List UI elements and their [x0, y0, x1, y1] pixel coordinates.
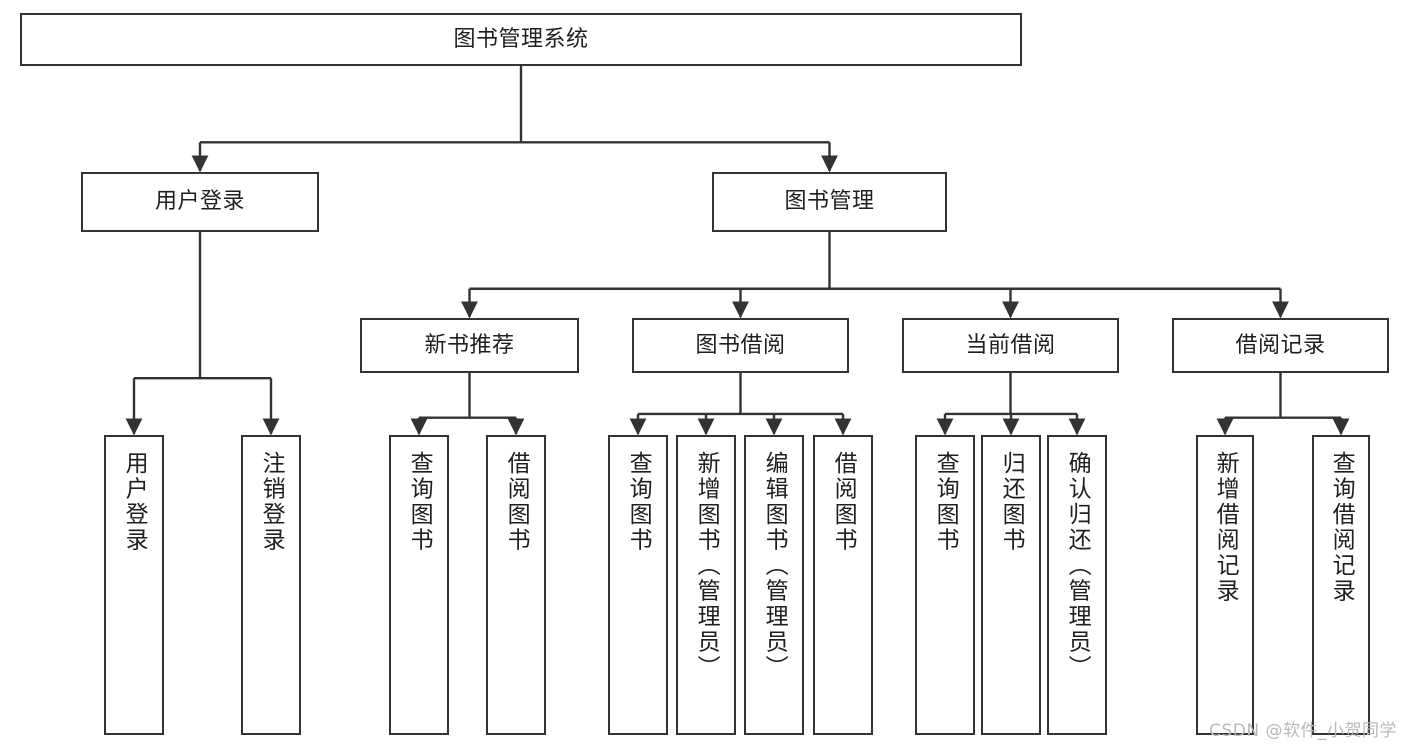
- node-n_login[interactable]: 用户登录: [81, 172, 319, 232]
- node-label: 当前借阅: [965, 332, 1056, 358]
- node-label: 编辑图书（管理员）: [761, 451, 788, 681]
- node-label: 归还图书: [998, 451, 1025, 553]
- node-n_cur[interactable]: 当前借阅: [902, 318, 1119, 373]
- node-l12[interactable]: 新增借阅记录: [1196, 435, 1254, 735]
- node-label: 查询图书: [625, 451, 652, 553]
- node-n_new[interactable]: 新书推荐: [360, 318, 579, 373]
- node-label: 用户登录: [121, 451, 148, 553]
- node-n_rec[interactable]: 借阅记录: [1172, 318, 1389, 373]
- node-l1[interactable]: 用户登录: [104, 435, 164, 735]
- node-label: 注销登录: [258, 451, 285, 553]
- node-l2[interactable]: 注销登录: [241, 435, 301, 735]
- node-l5[interactable]: 查询图书: [608, 435, 668, 735]
- node-l11[interactable]: 确认归还（管理员）: [1047, 435, 1107, 735]
- node-l9[interactable]: 查询图书: [915, 435, 975, 735]
- node-n_book[interactable]: 图书管理: [712, 172, 947, 232]
- node-l7[interactable]: 编辑图书（管理员）: [744, 435, 804, 735]
- csdn-watermark: CSDN @软件_小贺同学: [1209, 721, 1397, 741]
- node-label: 图书借阅: [695, 332, 786, 358]
- node-l4[interactable]: 借阅图书: [486, 435, 546, 735]
- node-l8[interactable]: 借阅图书: [813, 435, 873, 735]
- node-l13[interactable]: 查询借阅记录: [1312, 435, 1370, 735]
- node-n_borrow[interactable]: 图书借阅: [632, 318, 849, 373]
- node-l10[interactable]: 归还图书: [981, 435, 1041, 735]
- node-l3[interactable]: 查询图书: [389, 435, 449, 735]
- node-label: 查询图书: [932, 451, 959, 553]
- node-label: 新书推荐: [424, 332, 515, 358]
- node-l6[interactable]: 新增图书（管理员）: [676, 435, 736, 735]
- node-label: 图书管理系统: [453, 26, 589, 52]
- node-root[interactable]: 图书管理系统: [20, 13, 1022, 66]
- node-label: 借阅记录: [1235, 332, 1326, 358]
- node-label: 确认归还（管理员）: [1064, 451, 1091, 681]
- node-label: 查询图书: [406, 451, 433, 553]
- node-label: 查询借阅记录: [1328, 451, 1355, 604]
- node-label: 借阅图书: [830, 451, 857, 553]
- node-label: 新增图书（管理员）: [693, 451, 720, 681]
- node-label: 借阅图书: [503, 451, 530, 553]
- node-label: 用户登录: [154, 189, 245, 215]
- node-label: 图书管理: [784, 189, 875, 215]
- node-label: 新增借阅记录: [1212, 451, 1239, 604]
